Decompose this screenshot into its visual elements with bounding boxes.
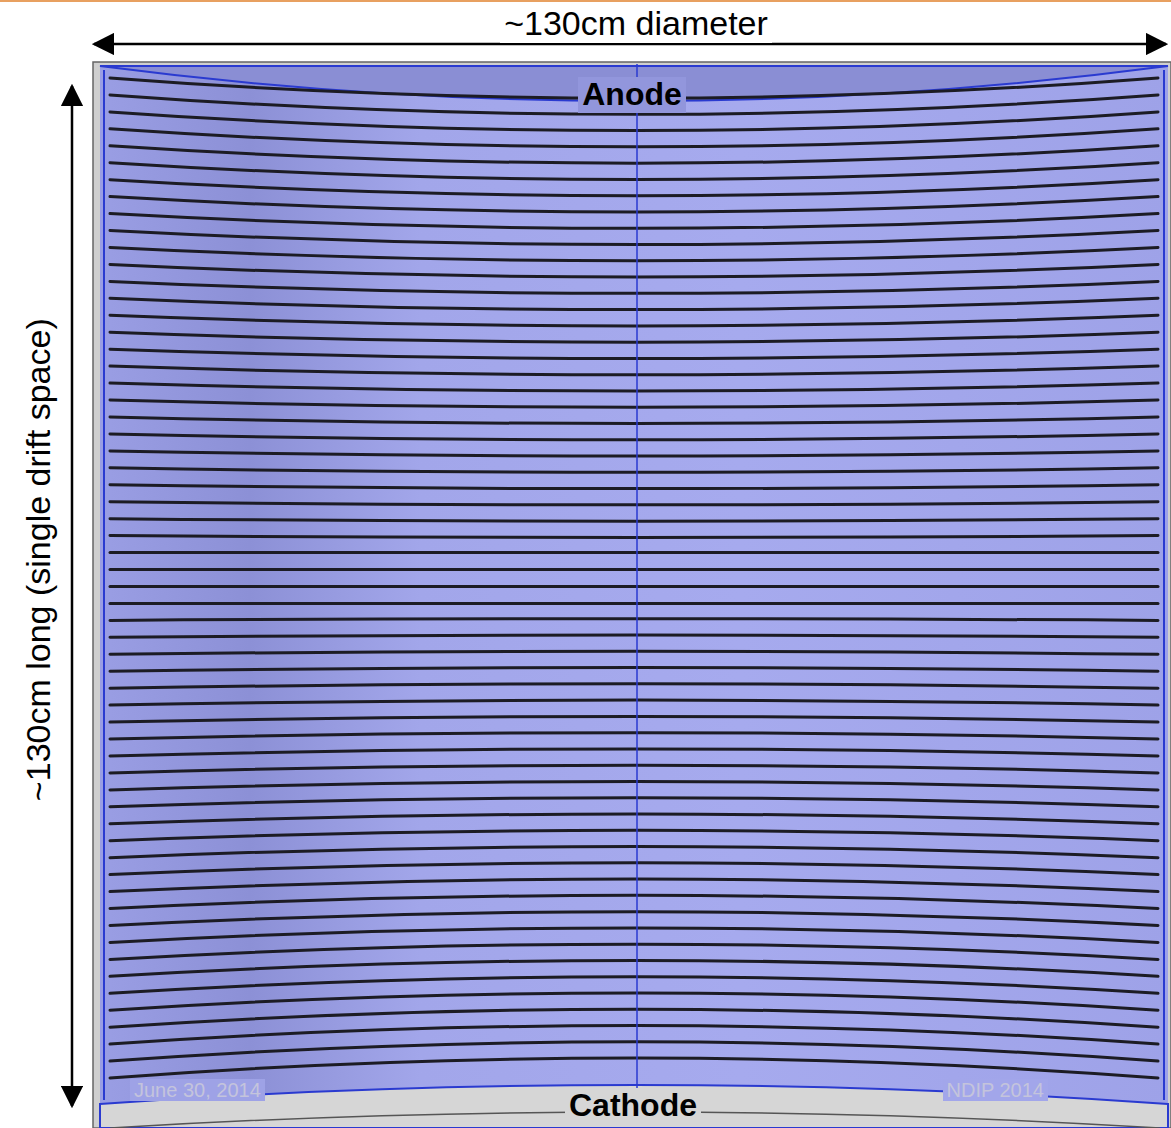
field-ring bbox=[110, 798, 1158, 807]
field-ring bbox=[110, 977, 1158, 994]
field-ring bbox=[110, 863, 1158, 875]
part-name: Anode bbox=[578, 77, 686, 112]
field-ring bbox=[110, 231, 1158, 245]
field-ring bbox=[110, 434, 1158, 440]
cage-body bbox=[100, 66, 1168, 1104]
field-ring bbox=[110, 716, 1158, 722]
dimension-label: ~130cm diameter bbox=[500, 5, 772, 42]
field-ring bbox=[110, 668, 1158, 672]
field-ring bbox=[110, 248, 1158, 261]
field-ring bbox=[110, 814, 1158, 824]
field-ring bbox=[110, 129, 1158, 147]
field-ring bbox=[110, 214, 1158, 229]
field-ring bbox=[110, 349, 1158, 358]
field-ring bbox=[110, 536, 1158, 538]
dimension-label: ~130cm long (single drift space) bbox=[19, 315, 56, 806]
field-ring bbox=[110, 635, 1158, 637]
field-ring bbox=[110, 163, 1158, 180]
field-ring bbox=[110, 146, 1158, 163]
conference-watermark: NDIP 2014 bbox=[943, 1079, 1048, 1101]
field-ring bbox=[110, 782, 1158, 790]
outer-frame bbox=[93, 62, 1171, 1128]
cage-edge bbox=[103, 70, 105, 1100]
date-watermark: June 30, 2014 bbox=[130, 1079, 265, 1101]
field-ring bbox=[110, 180, 1158, 196]
field-ring bbox=[110, 332, 1158, 342]
field-ring bbox=[110, 451, 1158, 456]
field-ring bbox=[110, 485, 1158, 489]
field-ring bbox=[110, 944, 1158, 959]
field-ring bbox=[110, 519, 1158, 521]
field-ring bbox=[110, 895, 1158, 908]
field-rings bbox=[110, 78, 1158, 1078]
diameter-arrow bbox=[94, 43, 1166, 46]
field-ring bbox=[110, 197, 1158, 212]
field-ring bbox=[110, 928, 1158, 943]
field-ring bbox=[110, 733, 1158, 739]
field-ring bbox=[110, 601, 1158, 605]
field-ring bbox=[110, 502, 1158, 505]
length-arrow bbox=[71, 86, 74, 1106]
field-ring bbox=[110, 468, 1158, 473]
field-ring bbox=[110, 264, 1158, 277]
center-axis bbox=[636, 64, 638, 1104]
field-ring bbox=[110, 400, 1158, 407]
field-ring bbox=[110, 830, 1158, 840]
header-rule bbox=[0, 0, 1171, 2]
field-ring bbox=[110, 315, 1158, 326]
field-ring bbox=[110, 879, 1158, 892]
field-ring bbox=[110, 684, 1158, 688]
field-ring bbox=[110, 651, 1158, 654]
field-ring bbox=[110, 619, 1158, 621]
field-ring bbox=[110, 112, 1158, 131]
cage-edge bbox=[1163, 70, 1165, 1100]
field-ring bbox=[110, 383, 1158, 391]
field-ring bbox=[110, 749, 1158, 756]
field-ring bbox=[110, 568, 1158, 571]
part-name: Cathode bbox=[565, 1088, 701, 1123]
field-ring bbox=[110, 765, 1158, 773]
field-ring bbox=[110, 417, 1158, 424]
field-ring bbox=[110, 553, 1158, 554]
field-ring bbox=[110, 281, 1158, 293]
field-ring bbox=[110, 366, 1158, 375]
field-ring bbox=[110, 912, 1158, 926]
field-ring bbox=[110, 993, 1158, 1010]
field-ring bbox=[110, 298, 1158, 309]
field-ring bbox=[110, 585, 1158, 588]
field-ring bbox=[110, 1058, 1158, 1078]
field-ring bbox=[110, 700, 1158, 705]
field-ring bbox=[110, 960, 1158, 976]
field-ring bbox=[110, 847, 1158, 858]
